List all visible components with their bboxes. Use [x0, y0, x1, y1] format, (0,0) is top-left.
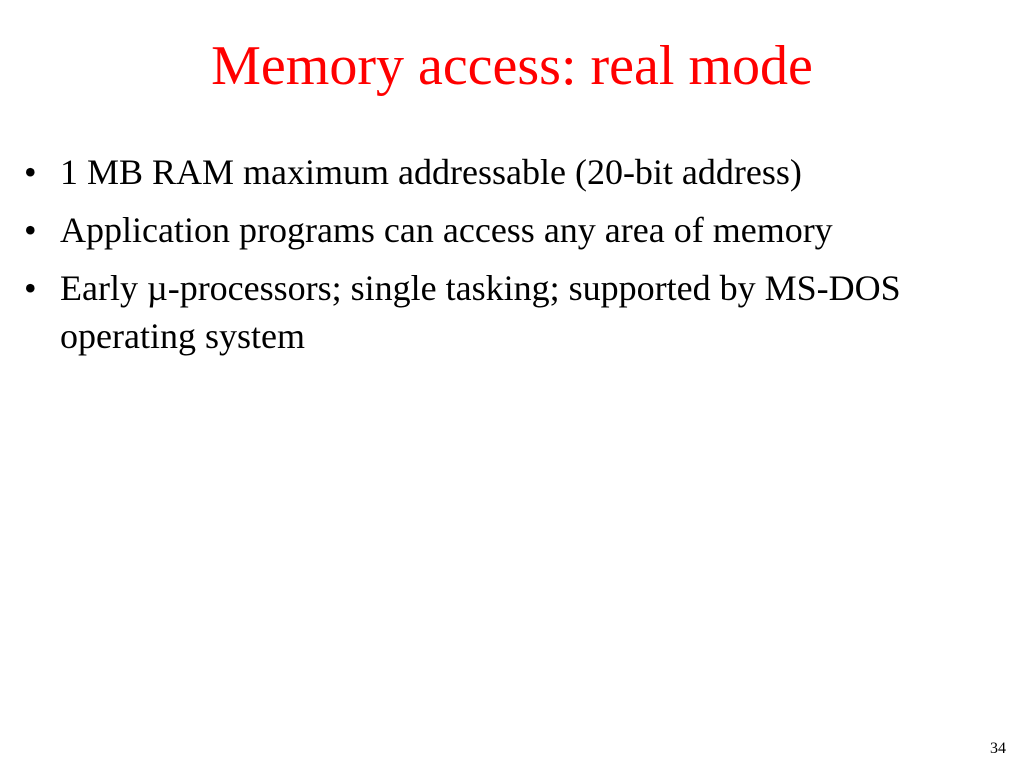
slide-title: Memory access: real mode [211, 35, 813, 97]
bullet-item-2: • Application programs can access any ar… [24, 206, 1004, 254]
bullet-item-1: • 1 MB RAM maximum addressable (20-bit a… [24, 148, 1004, 196]
bullet-text-2: Application programs can access any area… [60, 210, 833, 250]
bullet-marker: • [24, 210, 37, 250]
bullet-marker: • [24, 268, 37, 308]
bullet-list: • 1 MB RAM maximum addressable (20-bit a… [24, 148, 1004, 370]
bullet-item-3: • Early µ-processors; single tasking; su… [24, 264, 1004, 360]
bullet-text-3: Early µ-processors; single tasking; supp… [60, 268, 901, 356]
page-number: 34 [990, 740, 1006, 757]
bullet-text-1: 1 MB RAM maximum addressable (20-bit add… [60, 152, 802, 192]
bullet-marker: • [24, 152, 37, 192]
